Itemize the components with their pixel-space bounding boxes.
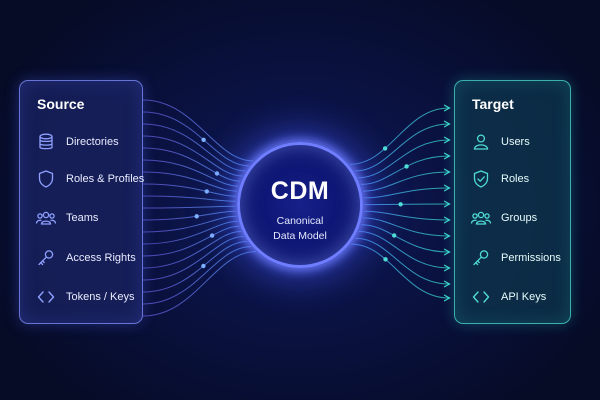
target-connector-line [364,210,449,220]
source-item-label: Roles & Profiles [66,173,145,185]
source-connector-line [142,215,237,233]
group-icon [35,207,57,229]
source-title: Source [37,96,85,112]
code-brackets-icon [35,286,57,308]
user-icon [470,131,492,153]
group-icon [470,207,492,229]
source-connector-line [142,195,236,202]
source-connector-line [142,123,246,172]
source-connector-line [142,230,242,269]
target-item-label: API Keys [501,291,547,303]
target-connector-line [354,124,449,172]
source-item-directories[interactable]: Directories [35,131,119,153]
source-item-label: Tokens / Keys [66,291,135,303]
cdm-hub[interactable]: CDM Canonical Data Model [237,142,363,268]
connector-dot [204,189,209,194]
source-connector-line [142,147,241,182]
connector-dot [392,233,397,238]
source-connector-line [142,171,237,192]
target-connector-line [349,108,449,165]
connector-dot [201,263,206,269]
code-brackets-icon [470,286,492,308]
shield-icon [35,168,57,190]
connector-dot [382,146,388,151]
target-connector-line [358,140,449,179]
target-item-label: Roles [501,173,530,185]
key-icon [35,247,57,269]
source-item-label: Teams [66,212,99,224]
target-connector-line [364,188,449,199]
target-item-users[interactable]: Users [470,131,530,153]
source-panel: Source Directories Roles & Profiles [19,80,144,324]
connector-dot [201,137,206,142]
target-connector-line [363,217,449,236]
hub-title: CDM [270,177,330,205]
source-connector-line [142,220,238,245]
source-item-label: Directories [66,136,119,148]
target-panel: Target Users Roles [454,80,571,324]
source-item-tokens-keys[interactable]: Tokens / Keys [35,286,134,308]
database-icon [35,131,57,153]
target-connector-line [361,224,449,252]
source-connector-line [142,246,252,305]
key-icon [470,247,492,269]
target-connector-line [361,156,450,185]
connector-dot [214,171,220,176]
target-connector-line [350,243,449,298]
source-connector-line [142,99,254,162]
target-connector-line [358,230,449,268]
source-connector-line [142,205,236,209]
shield-check-icon [470,168,492,190]
target-connector-line [355,237,449,284]
target-item-label: Users [501,136,530,148]
connector-dot [209,233,215,238]
target-item-label: Groups [501,212,538,224]
source-connector-line [142,210,236,221]
source-connector-line [142,236,244,281]
hub-subtitle-line1: Canonical [276,215,324,227]
hub-subtitle-line2: Data Model [273,230,327,242]
target-item-label: Permissions [501,252,561,264]
source-connector-line [142,251,257,317]
source-item-label: Access Rights [66,252,136,264]
target-item-permissions[interactable]: Permissions [470,247,561,269]
connector-dot [404,164,409,169]
source-item-teams[interactable]: Teams [35,207,98,229]
source-item-roles-profiles[interactable]: Roles & Profiles [35,168,144,190]
source-connector-line [142,135,243,177]
source-connector-line [142,183,237,197]
target-connector-line [363,172,450,192]
connector-dot [194,214,199,219]
source-connector-line [142,159,239,187]
source-item-access-rights[interactable]: Access Rights [35,247,136,269]
connector-dot [383,257,388,262]
target-connector-group [349,108,450,298]
target-item-groups[interactable]: Groups [470,207,537,229]
connector-dot-group [194,137,409,269]
target-title: Target [472,96,514,112]
source-connector-line [142,225,240,257]
source-connector-line [142,111,250,167]
target-connector-line [364,204,449,205]
target-item-roles[interactable]: Roles [470,168,529,190]
target-item-api-keys[interactable]: API Keys [470,286,546,308]
connector-dot [398,202,403,207]
